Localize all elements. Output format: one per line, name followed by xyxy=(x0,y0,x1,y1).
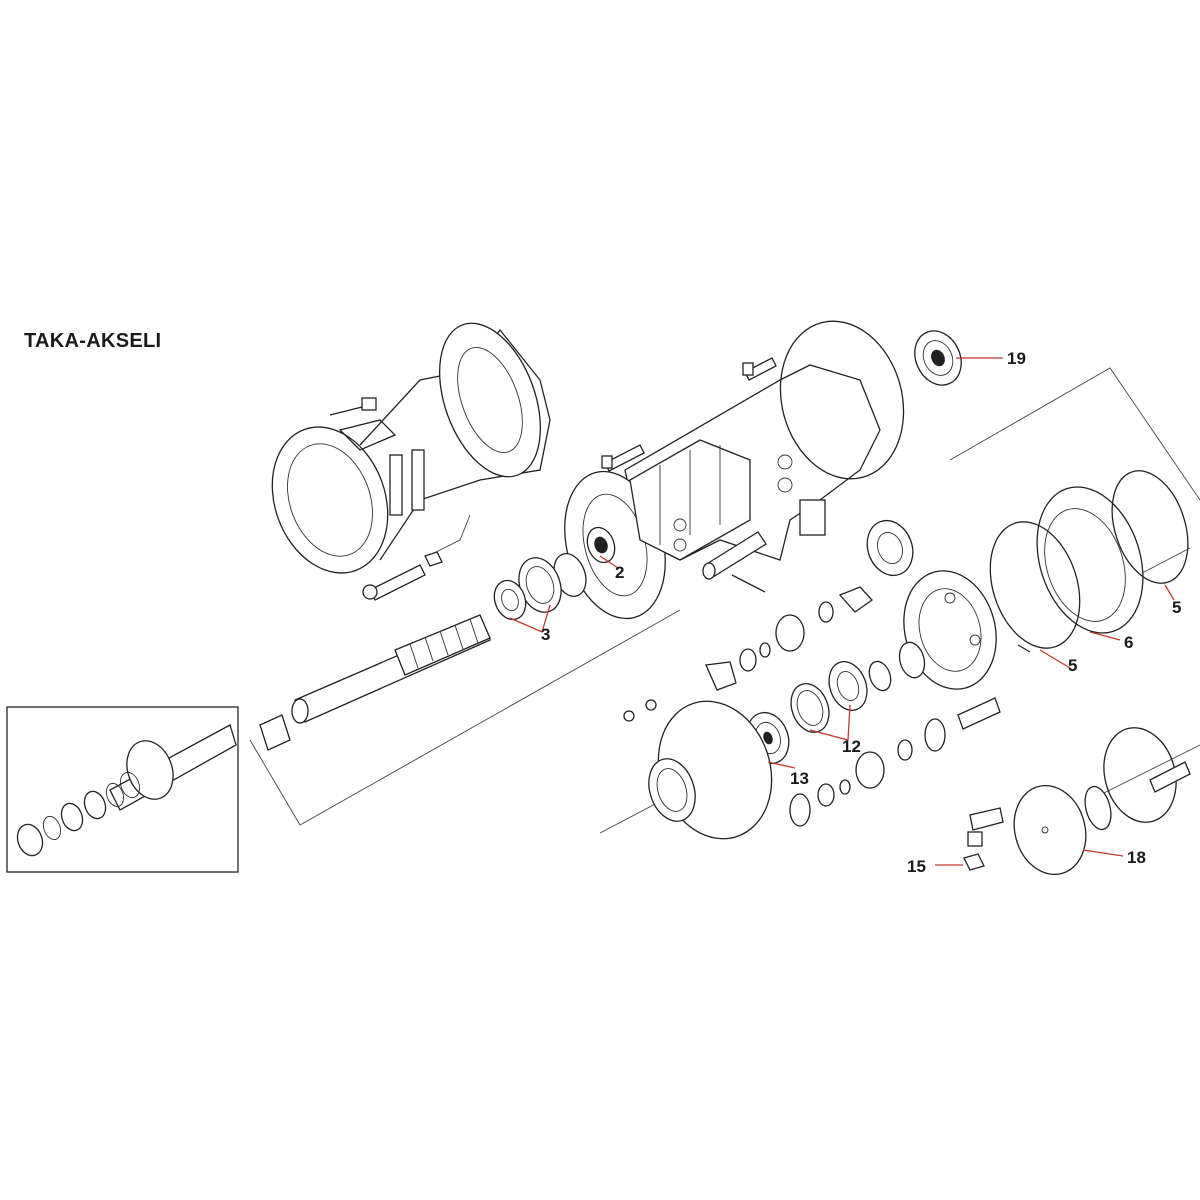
callout-3: 3 xyxy=(541,625,550,644)
callout-5-outer: 5 xyxy=(1172,598,1181,617)
callout-5-inner: 5 xyxy=(1068,656,1077,675)
wheel-flange-18 xyxy=(1013,727,1177,876)
callout-18: 18 xyxy=(1127,848,1146,867)
o-ring-5-inner xyxy=(989,521,1081,649)
bearing-3 xyxy=(493,557,562,621)
callout-labels: 19 2 3 5 5 6 12 13 15 18 xyxy=(541,349,1181,876)
planet-carrier xyxy=(898,570,997,690)
callout-6: 6 xyxy=(1124,633,1133,652)
callout-2: 2 xyxy=(615,563,624,582)
callout-13: 13 xyxy=(790,769,809,788)
callout-15: 15 xyxy=(907,857,926,876)
wheel-fasteners xyxy=(963,761,1191,871)
right-axle-housing xyxy=(564,320,905,620)
callout-19: 19 xyxy=(1007,349,1026,368)
axle-pin xyxy=(702,531,767,593)
left-stud-bolt xyxy=(362,551,443,601)
o-ring-5-outer xyxy=(1111,470,1189,584)
bearing-12 xyxy=(790,660,892,733)
diagram-title: TAKA-AKSELI xyxy=(24,330,162,352)
seal-19 xyxy=(914,330,962,386)
ring-gear-6 xyxy=(1036,486,1144,634)
planet-gears xyxy=(705,586,1031,827)
callout-12: 12 xyxy=(842,737,861,756)
sun-gear xyxy=(866,519,914,577)
left-axle-housing xyxy=(271,322,551,574)
hub-cover xyxy=(623,699,773,840)
drive-shaft xyxy=(259,614,491,751)
housing-bolts xyxy=(601,357,777,472)
callout-leaders xyxy=(509,357,1175,866)
seal-2 xyxy=(586,526,616,564)
inset-detail-box xyxy=(6,706,239,873)
